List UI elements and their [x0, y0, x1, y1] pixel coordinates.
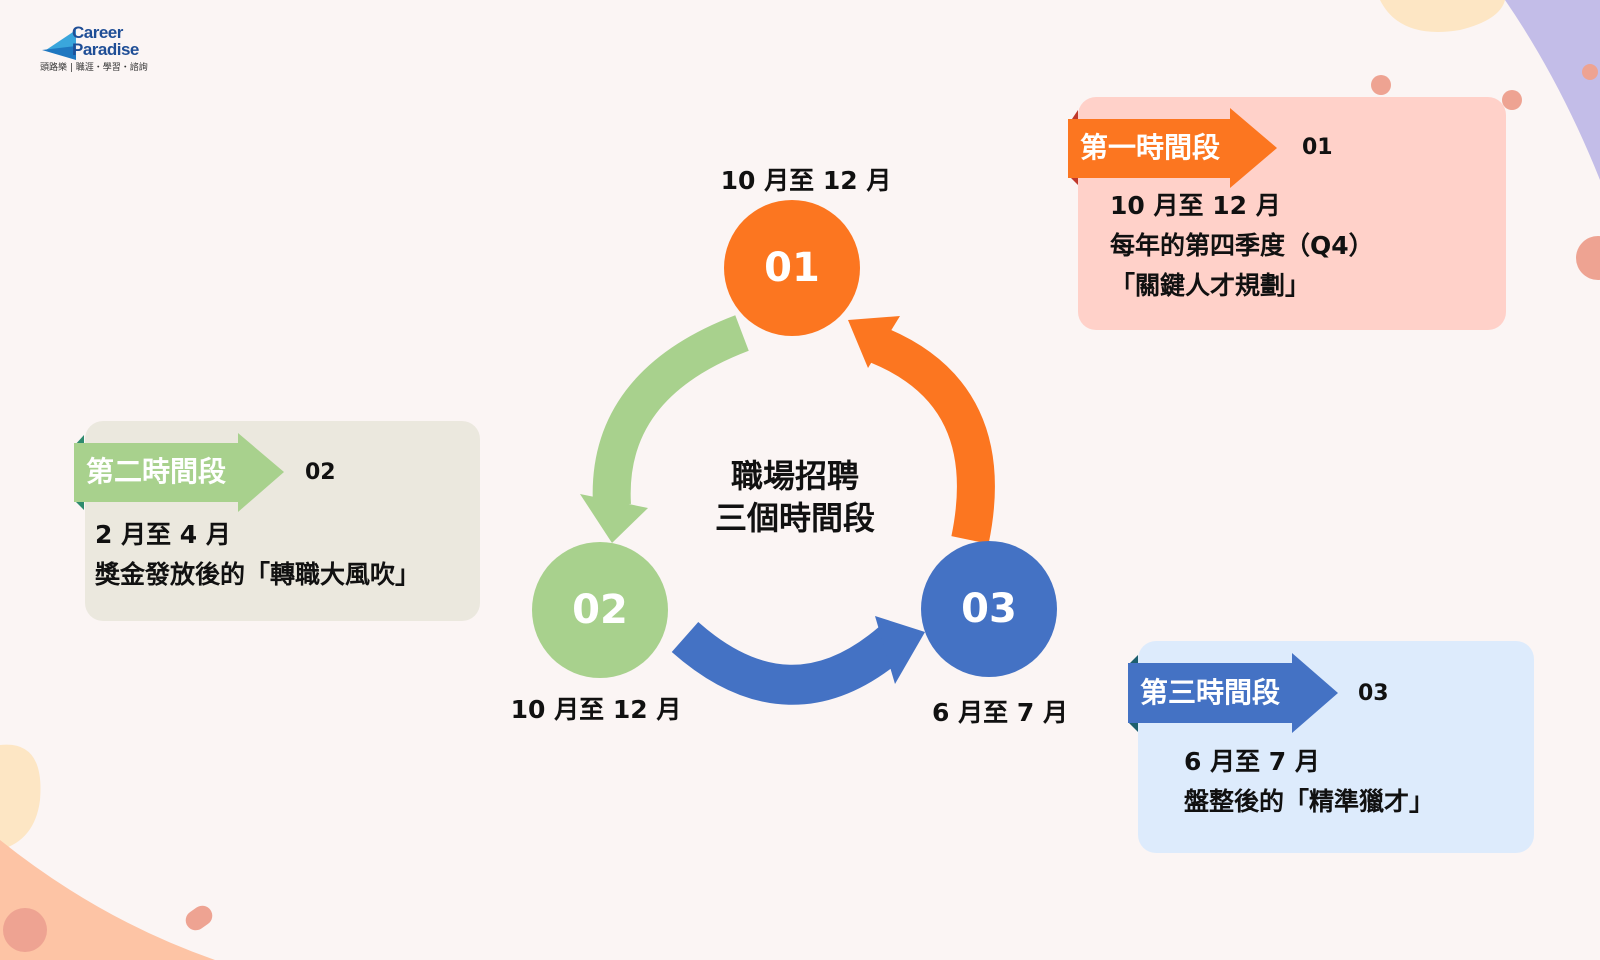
- green-arrow: [580, 315, 749, 543]
- logo-tagline: 頭路樂 | 職涯・學習・諮詢: [40, 63, 148, 73]
- center-title-line2: 三個時間段: [714, 499, 876, 537]
- orange-arrow: [848, 316, 995, 544]
- cycle-label-01: 10 月至 12 月: [720, 166, 892, 195]
- cycle-circle-02: 02: [532, 542, 668, 678]
- period-tag-03: 第三時間段: [1140, 676, 1281, 709]
- cycle-label-02: 10 月至 12 月: [510, 695, 682, 724]
- cycle-label-03: 6 月至 7 月: [932, 698, 1068, 727]
- cycle-circle-03: 03: [921, 541, 1057, 677]
- period-tag-02: 第二時間段: [86, 455, 227, 488]
- period-line: 每年的第四季度（Q4）: [1110, 231, 1374, 260]
- blue-arrow: [671, 616, 925, 705]
- period-line: 2 月至 4 月: [95, 520, 231, 549]
- center-title: 職場招聘三個時間段: [715, 455, 875, 539]
- period-line: 10 月至 12 月: [1110, 191, 1281, 220]
- period-line: 獎金發放後的「轉職大風吹」: [95, 560, 421, 589]
- period-body-02: 2 月至 4 月獎金發放後的「轉職大風吹」: [95, 515, 420, 595]
- period-num-03: 03: [1358, 681, 1389, 706]
- period-num-01: 01: [1302, 135, 1333, 160]
- period-line: 6 月至 7 月: [1184, 747, 1320, 776]
- period-num-02: 02: [305, 460, 336, 485]
- cycle-circle-01: 01: [724, 200, 860, 336]
- center-title-line1: 職場招聘: [730, 457, 860, 495]
- period-line: 盤整後的「精準獵才」: [1184, 787, 1435, 816]
- period-line: 「關鍵人才規劃」: [1110, 271, 1311, 300]
- logo-brand-2: Paradise: [72, 40, 139, 59]
- logo-sail-icon: [42, 30, 76, 60]
- period-body-03: 6 月至 7 月盤整後的「精準獵才」: [1184, 742, 1434, 822]
- period-body-01: 10 月至 12 月每年的第四季度（Q4） 「關鍵人才規劃」: [1110, 186, 1374, 306]
- period-tag-01: 第一時間段: [1080, 131, 1221, 164]
- logo-brand-1: Career: [72, 23, 123, 42]
